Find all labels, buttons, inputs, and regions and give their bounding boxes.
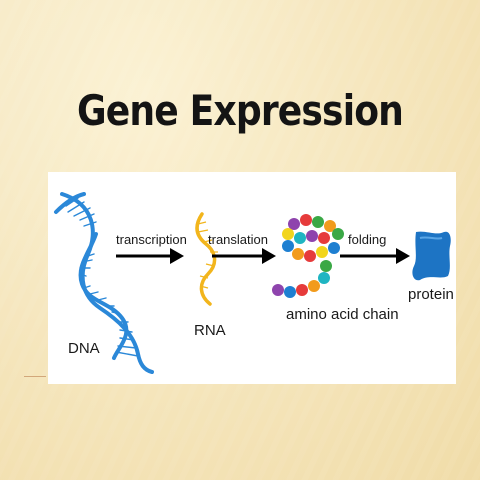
rna-label: RNA [194, 322, 226, 339]
transcription-label: transcription [116, 232, 187, 247]
divider-line [24, 376, 46, 377]
translation-label: translation [208, 232, 268, 247]
folding-arrow [340, 248, 410, 264]
amino-acid-chain-icon [272, 214, 344, 298]
rna-strand-icon [195, 212, 218, 306]
gene-expression-diagram: transcription translation folding DNA RN… [48, 172, 456, 384]
translation-arrow [212, 248, 276, 264]
folded-protein-icon [412, 231, 451, 281]
protein-label: protein [408, 286, 454, 303]
diagram-graphics [54, 192, 451, 374]
dna-helix-icon [54, 192, 154, 374]
folding-label: folding [348, 232, 387, 247]
slide-title: Gene Expression [76, 86, 404, 135]
dna-label: DNA [68, 340, 100, 357]
amino-acid-chain-label: amino acid chain [286, 306, 399, 323]
transcription-arrow [116, 248, 184, 264]
